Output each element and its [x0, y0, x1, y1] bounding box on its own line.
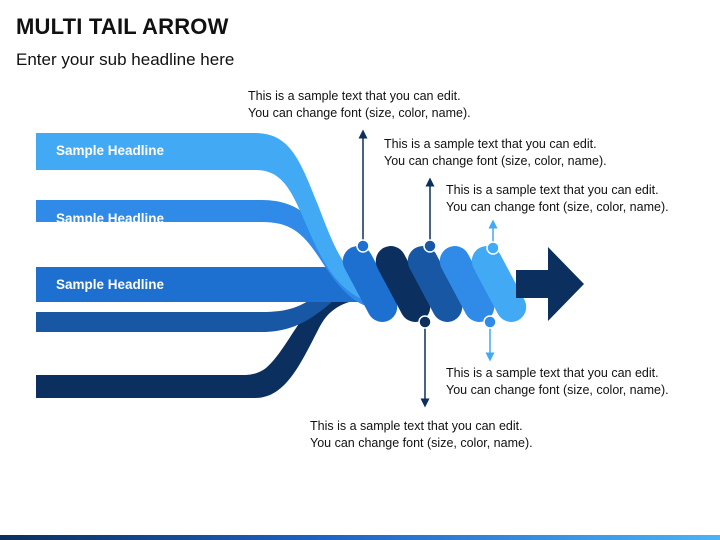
note-4: This is a sample text that you can edit.… [446, 365, 669, 399]
note-2: This is a sample text that you can edit.… [384, 136, 607, 170]
tail-3 [36, 267, 360, 302]
circle-dot-icon [423, 239, 437, 253]
coil-segment-2 [375, 246, 431, 322]
tail-label-3: Sample Headline [56, 277, 165, 292]
coil-segment-4 [439, 246, 495, 322]
tail-label-4: Sample Headline [56, 342, 165, 357]
tail-label-2: Sample Headline [56, 211, 165, 226]
note-2-line-1: This is a sample text that you can edit. [384, 137, 597, 151]
coil-segment-3 [407, 246, 463, 322]
page-title: MULTI TAIL ARROW [16, 14, 229, 39]
note-4-line-2: You can change font (size, color, name). [446, 383, 669, 397]
tail-label-1: Sample Headline [56, 143, 165, 158]
circle-dot-icon [418, 315, 432, 329]
note-5: This is a sample text that you can edit.… [310, 418, 533, 452]
note-1-line-1: This is a sample text that you can edit. [248, 89, 461, 103]
note-4-line-1: This is a sample text that you can edit. [446, 366, 659, 380]
tail-2 [36, 200, 366, 306]
note-3-line-1: This is a sample text that you can edit. [446, 183, 659, 197]
note-3: This is a sample text that you can edit.… [446, 182, 669, 216]
footer-bar [0, 535, 720, 540]
note-5-line-2: You can change font (size, color, name). [310, 436, 533, 450]
tail-4 [36, 270, 362, 332]
note-3-line-2: You can change font (size, color, name). [446, 200, 669, 214]
page-subtitle: Enter your sub headline here [16, 50, 235, 69]
tail-label-5: Sample Headline [56, 408, 165, 423]
note-1: This is a sample text that you can edit.… [248, 88, 471, 122]
note-2-line-2: You can change font (size, color, name). [384, 154, 607, 168]
tail-1 [36, 133, 364, 300]
circle-dot-icon [486, 241, 500, 255]
note-5-line-1: This is a sample text that you can edit. [310, 419, 523, 433]
circle-dot-icon [356, 239, 370, 253]
circle-dot-icon [483, 315, 497, 329]
tail-5-body [36, 285, 360, 397]
coil-segment-1 [342, 246, 398, 322]
note-1-line-2: You can change font (size, color, name). [248, 106, 471, 120]
coil-segment-5 [471, 246, 527, 322]
right-arrow-head-icon [516, 247, 584, 321]
